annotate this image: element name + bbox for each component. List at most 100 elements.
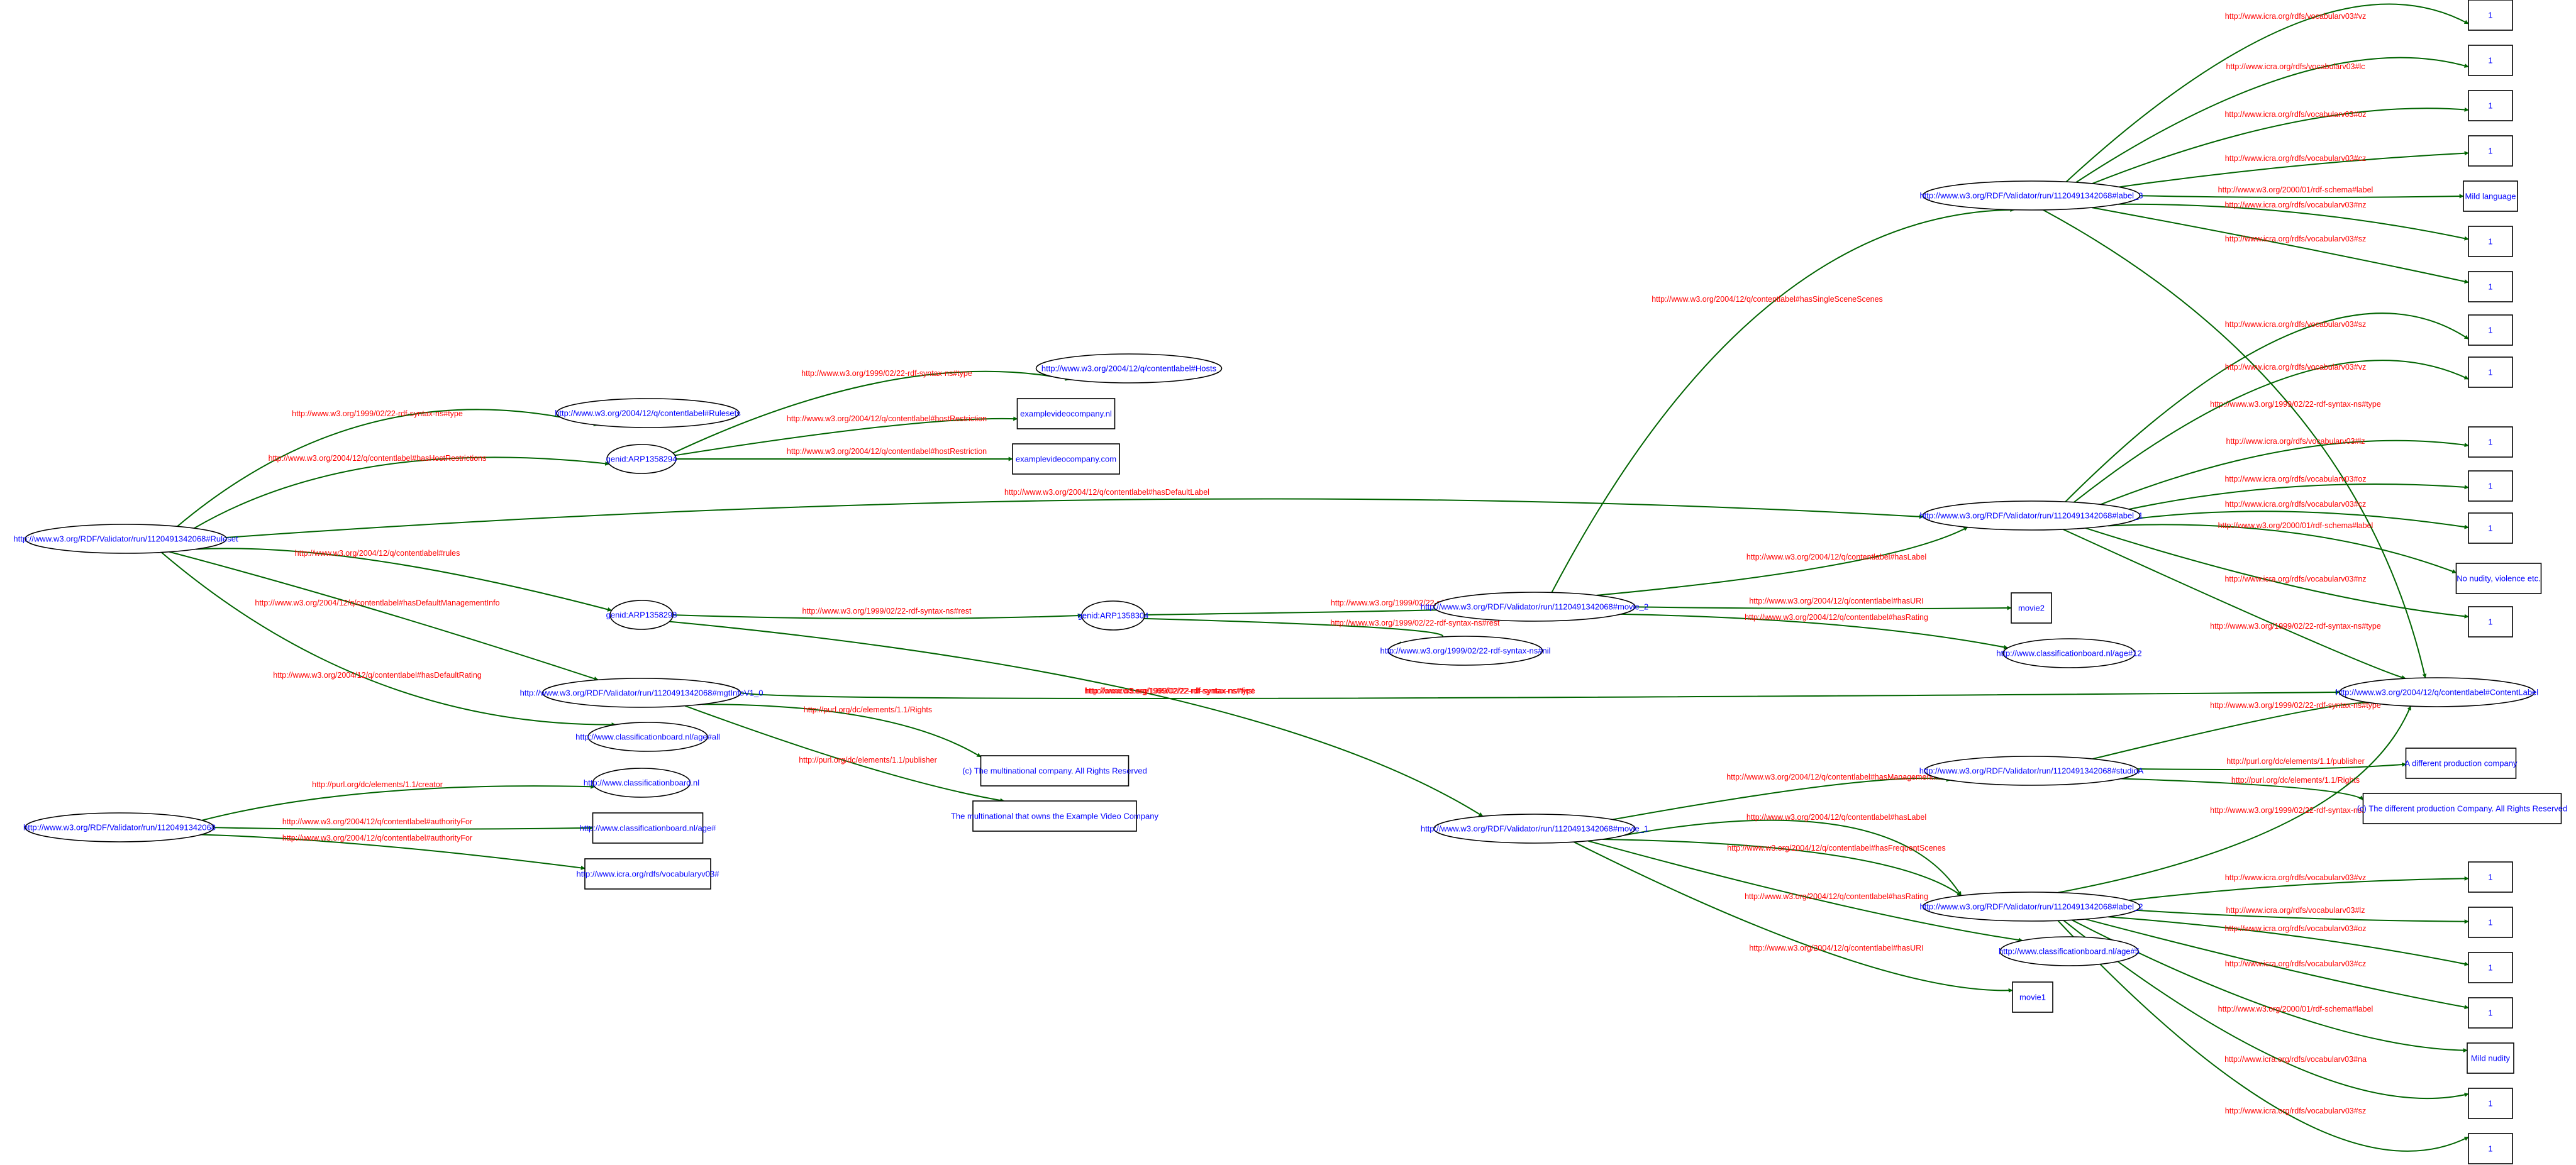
graph-edge: http://www.icra.org/rdfs/vocabularv03#lz <box>2136 906 2469 924</box>
edge-label: http://www.w3.org/2004/12/q/contentlabel… <box>1745 613 1928 622</box>
edge-label: http://www.icra.org/rdfs/vocabularv03#oz <box>2224 475 2366 483</box>
resource-node[interactable]: http://www.w3.org/RDF/Validator/run/1120… <box>1421 592 1648 622</box>
resource-node[interactable]: http://www.w3.org/RDF/Validator/run/1120… <box>1919 500 2143 531</box>
literal-node[interactable]: 1 <box>2468 907 2513 938</box>
node-label: 1 <box>2488 326 2492 335</box>
edge-arrow <box>702 704 982 758</box>
node-label: 1 <box>2488 963 2492 973</box>
resource-node[interactable]: http://www.classificationboard.nl/age#5 <box>1999 936 2140 966</box>
node-box <box>592 812 704 844</box>
literal-node[interactable]: examplevideocompany.com <box>1012 443 1120 475</box>
edge-label: http://www.w3.org/2004/12/q/contentlabel… <box>295 549 460 558</box>
literal-node[interactable]: 1 <box>2468 1088 2513 1119</box>
graph-edge: http://www.w3.org/2004/12/q/contentlabel… <box>201 834 586 870</box>
node-label: http://www.w3.org/RDF/Validator/run/1120… <box>1919 191 2143 201</box>
node-label: http://www.w3.org/RDF/Validator/run/1120… <box>13 534 238 544</box>
resource-node[interactable]: http://www.classificationboard.nl <box>584 768 699 798</box>
literal-node[interactable]: http://www.classificationboard.nl/age# <box>580 812 717 844</box>
resource-node[interactable]: genid:ARP1358304 <box>1078 600 1149 631</box>
graph-edge: http://www.w3.org/2004/12/q/contentlabel… <box>676 447 1013 461</box>
edge-arrow <box>2063 920 2469 1100</box>
literal-node[interactable]: 1 <box>2468 0 2513 31</box>
graph-edge: http://www.w3.org/2004/12/q/contentlabel… <box>213 817 594 831</box>
node-label: http://www.w3.org/2004/12/q/contentlabel… <box>555 409 741 418</box>
node-box <box>980 755 1130 787</box>
literal-node[interactable]: 1 <box>2468 426 2513 458</box>
node-box <box>1012 443 1120 475</box>
edge-arrow <box>169 551 599 681</box>
node-label: 1 <box>2488 56 2492 65</box>
node-label: 1 <box>2488 524 2492 533</box>
graph-edge: http://www.w3.org/2004/12/q/contentlabel… <box>226 488 1924 539</box>
literal-node[interactable]: 1 <box>2468 226 2513 257</box>
node-label: examplevideocompany.nl <box>1020 409 1112 419</box>
literal-node[interactable]: 1 <box>2468 952 2513 983</box>
resource-node[interactable]: http://www.w3.org/RDF/Validator/run/1120… <box>520 678 763 708</box>
literal-node[interactable]: 1 <box>2468 356 2513 388</box>
graph-edge: http://purl.org/dc/elements/1.1/publishe… <box>684 705 1005 803</box>
literal-node[interactable]: 1 <box>2468 997 2513 1029</box>
literal-node[interactable]: 1 <box>2468 1133 2513 1164</box>
node-label: http://www.icra.org/rdfs/vocabularyv03# <box>577 870 720 879</box>
literal-node[interactable]: 1 <box>2468 470 2513 502</box>
resource-node[interactable]: http://www.w3.org/RDF/Validator/run/1120… <box>1421 814 1648 844</box>
resource-node[interactable]: genid:ARP1358294 <box>606 444 677 474</box>
edge-arrow <box>2057 705 2412 893</box>
edge-arrow <box>2091 207 2469 284</box>
literal-node[interactable]: 1 <box>2468 314 2513 346</box>
literal-node[interactable]: A different production company <box>2405 748 2518 779</box>
literal-node[interactable]: 1 <box>2468 512 2513 544</box>
edge-label: http://www.w3.org/2004/12/q/contentlabel… <box>1749 597 1923 605</box>
edge-arrow <box>2072 919 2468 1053</box>
literal-node[interactable]: examplevideocompany.nl <box>1016 398 1116 429</box>
node-box <box>2468 606 2513 638</box>
literal-node[interactable]: movie1 <box>2012 981 2053 1013</box>
edge-label: http://www.w3.org/2004/12/q/contentlabel… <box>1746 813 1926 822</box>
literal-node[interactable]: 1 <box>2468 606 2513 638</box>
literal-node[interactable]: (c) The different production Company. Al… <box>2357 793 2568 824</box>
edge-label: http://www.icra.org/rdfs/vocabularv03#vz <box>2225 873 2366 882</box>
graph-edge: http://www.icra.org/rdfs/vocabularv03#oz <box>2092 107 2469 184</box>
resource-node[interactable]: http://www.w3.org/2004/12/q/contentlabel… <box>2336 677 2538 707</box>
resource-node[interactable]: genid:ARP1358298 <box>606 600 677 630</box>
edge-label: http://www.w3.org/2004/12/q/contentlabel… <box>269 454 487 463</box>
literal-node[interactable]: (c) The multinational company. All Right… <box>962 755 1147 787</box>
node-box <box>2468 45 2513 76</box>
resource-node[interactable]: http://www.classificationboard.nl/age#al… <box>575 722 720 752</box>
literal-node[interactable]: http://www.icra.org/rdfs/vocabularyv03# <box>577 858 720 890</box>
edge-arrow <box>669 621 1484 817</box>
resource-node[interactable]: http://www.w3.org/2004/12/q/contentlabel… <box>1035 353 1223 384</box>
resource-node[interactable]: http://www.w3.org/RDF/Validator/run/1120… <box>1919 756 2144 786</box>
literal-node[interactable]: 1 <box>2468 135 2513 167</box>
literal-node[interactable]: 1 <box>2468 45 2513 76</box>
node-label: http://www.classificationboard.nl/age#12 <box>1996 649 2141 658</box>
resource-node[interactable]: http://www.w3.org/RDF/Validator/run/1120… <box>1919 892 2143 922</box>
resource-node[interactable]: http://www.w3.org/RDF/Validator/run/1120… <box>23 812 216 842</box>
literal-node[interactable]: The multinational that owns the Example … <box>951 800 1159 832</box>
node-label: http://www.classificationboard.nl/age#5 <box>1999 947 2140 956</box>
edge-arrow <box>2092 107 2469 184</box>
edge-arrow <box>2085 918 2469 1010</box>
node-ellipse <box>1924 756 2139 786</box>
edge-arrow <box>2121 778 2364 800</box>
graph-edge: http://www.icra.org/rdfs/vocabularv03#oz <box>2129 475 2469 510</box>
edge-label: http://www.w3.org/2004/12/q/contentlabel… <box>282 817 472 826</box>
literal-node[interactable]: No nudity, violence etc. <box>2455 563 2542 594</box>
node-ellipse <box>1999 936 2139 966</box>
node-box <box>2468 314 2513 346</box>
resource-node[interactable]: http://www.w3.org/1999/02/22-rdf-syntax-… <box>1380 636 1551 666</box>
literal-node[interactable]: 1 <box>2468 90 2513 121</box>
literal-node[interactable]: 1 <box>2468 861 2513 893</box>
node-box <box>2455 563 2542 594</box>
literal-node[interactable]: Mild nudity <box>2467 1042 2514 1074</box>
resource-node[interactable]: http://www.classificationboard.nl/age#12 <box>1996 638 2142 668</box>
literal-node[interactable]: movie2 <box>2011 592 2052 624</box>
resource-node[interactable]: http://www.w3.org/RDF/Validator/run/1120… <box>1919 180 2143 211</box>
resource-node[interactable]: http://www.w3.org/RDF/Validator/run/1120… <box>13 524 238 554</box>
literal-node[interactable]: 1 <box>2468 271 2513 302</box>
resource-node[interactable]: http://www.w3.org/2004/12/q/contentlabel… <box>555 398 741 428</box>
literal-node[interactable]: Mild language <box>2463 180 2518 212</box>
node-label: genid:ARP1358294 <box>606 455 677 464</box>
edge-arrow <box>2118 203 2469 241</box>
edge-label: http://purl.org/dc/elements/1.1/publishe… <box>2226 757 2365 766</box>
